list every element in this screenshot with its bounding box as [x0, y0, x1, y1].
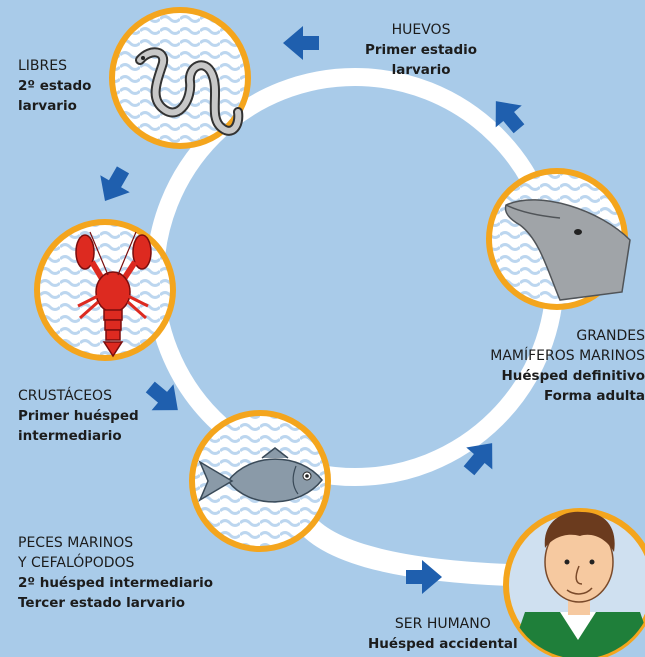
label-libres-title: LIBRES [18, 56, 91, 76]
label-huevos-line-1: Primer estadio [365, 40, 477, 60]
label-huevos: HUEVOS Primer estadio larvario [365, 20, 477, 80]
label-crustaceos-line-1: Primer huésped [18, 406, 139, 426]
label-peces-title-1: PECES MARINOS [18, 533, 213, 553]
arrow-libres-to-crustaceos [90, 161, 137, 209]
label-mamiferos-line-1: Huésped definitivo [490, 366, 645, 386]
label-libres-line-2: larvario [18, 96, 91, 116]
label-peces-line-1: 2º huésped intermediario [18, 573, 213, 593]
worm-icon [112, 10, 248, 146]
label-mamiferos-title-1: GRANDES [490, 326, 645, 346]
label-peces: PECES MARINOS Y CEFALÓPODOS 2º huésped i… [18, 533, 213, 613]
label-huevos-title: HUEVOS [365, 20, 477, 40]
label-peces-line-2: Tercer estado larvario [18, 593, 213, 613]
label-humano-line-1: Huésped accidental [368, 634, 518, 654]
label-huevos-line-2: larvario [365, 60, 477, 80]
label-crustaceos-title: CRUSTÁCEOS [18, 386, 139, 406]
label-libres-line-1: 2º estado [18, 76, 91, 96]
label-mamiferos: GRANDES MAMÍFEROS MARINOS Huésped defini… [490, 326, 645, 406]
dolphin-icon [489, 171, 630, 307]
label-mamiferos-title-2: MAMÍFEROS MARINOS [490, 346, 645, 366]
label-mamiferos-line-2: Forma adulta [490, 386, 645, 406]
human-face-icon [505, 511, 645, 657]
arrow-huevos-to-libres [283, 26, 319, 60]
label-humano-title: SER HUMANO [368, 614, 518, 634]
lobster-icon [37, 222, 173, 358]
label-crustaceos: CRUSTÁCEOS Primer huésped intermediario [18, 386, 139, 446]
branch-path-to-human [300, 515, 510, 575]
label-crustaceos-line-2: intermediario [18, 426, 139, 446]
label-libres: LIBRES 2º estado larvario [18, 56, 91, 116]
fish-icon [192, 413, 328, 549]
label-peces-title-2: Y CEFALÓPODOS [18, 553, 213, 573]
label-humano: SER HUMANO Huésped accidental [368, 614, 518, 654]
